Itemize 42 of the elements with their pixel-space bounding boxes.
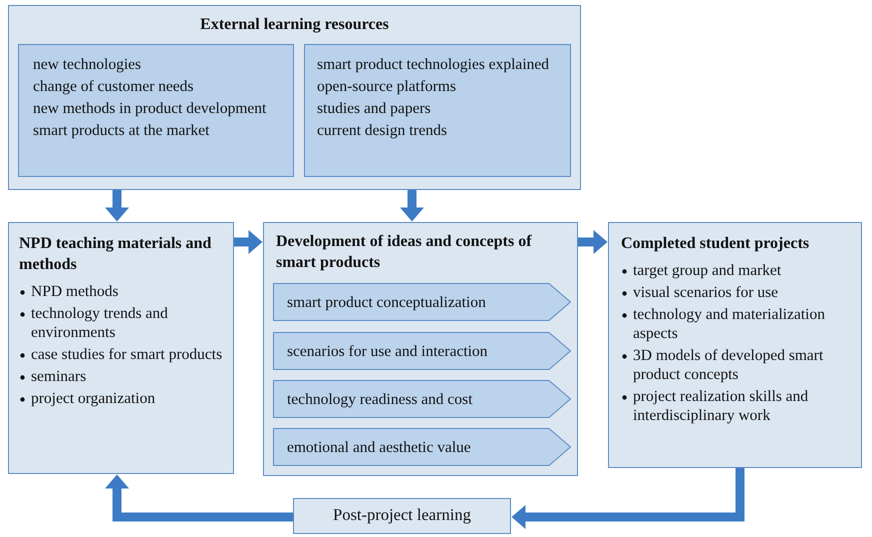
box-heading: Development of ideas and concepts of smart products: [276, 232, 533, 273]
step-label: technology readiness and cost: [286, 390, 473, 408]
step-label: scenarios for use and interaction: [286, 342, 488, 360]
list-box: [18, 44, 294, 177]
bullet-item: NPD methods: [19, 282, 223, 301]
step-panel: [273, 332, 571, 370]
bullet-item: project realization skills and interdisciplinary work: [621, 387, 849, 425]
process-box: [8, 5, 581, 190]
arrow: [105, 190, 129, 222]
list-item: smart products at the market: [33, 121, 210, 140]
list-item: open-source platforms: [317, 77, 458, 96]
box-heading: External learning resources: [199, 15, 390, 35]
step-label: emotional and aesthetic value: [286, 438, 471, 456]
process-box: [293, 498, 511, 534]
list-box: [304, 44, 571, 177]
bullet-item: case studies for smart products: [19, 345, 223, 364]
list-item: new methods in product development: [33, 99, 268, 118]
step-panel: [273, 428, 571, 466]
bullet-item: seminars: [19, 367, 223, 386]
list-item: change of customer needs: [33, 77, 195, 96]
bullet-item: project organization: [19, 389, 223, 408]
step-panel: [273, 283, 571, 321]
process-box: [608, 222, 862, 468]
process-box: [263, 222, 578, 476]
box-heading: NPD teaching materials and methods: [19, 234, 212, 275]
list-item: studies and papers: [317, 99, 432, 118]
bullet-item: target group and market: [621, 261, 849, 280]
process-box: [8, 222, 234, 474]
list-item: new technologies: [33, 55, 142, 74]
bullet-item: visual scenarios for use: [621, 283, 849, 302]
step-panel: [273, 380, 571, 418]
arrow: [234, 230, 262, 254]
arrow: [578, 230, 608, 254]
list-item: Post-project learning: [333, 505, 471, 524]
arrow: [400, 190, 424, 222]
box-heading: Completed student projects: [621, 234, 810, 254]
list-item: current design trends: [317, 121, 448, 140]
arrow: [512, 468, 744, 529]
step-label: smart product conceptualization: [286, 292, 486, 312]
bullet-item: technology and materialization aspects: [621, 305, 849, 343]
arrow: [105, 474, 293, 522]
list-item: smart product technologies explained: [317, 55, 550, 74]
